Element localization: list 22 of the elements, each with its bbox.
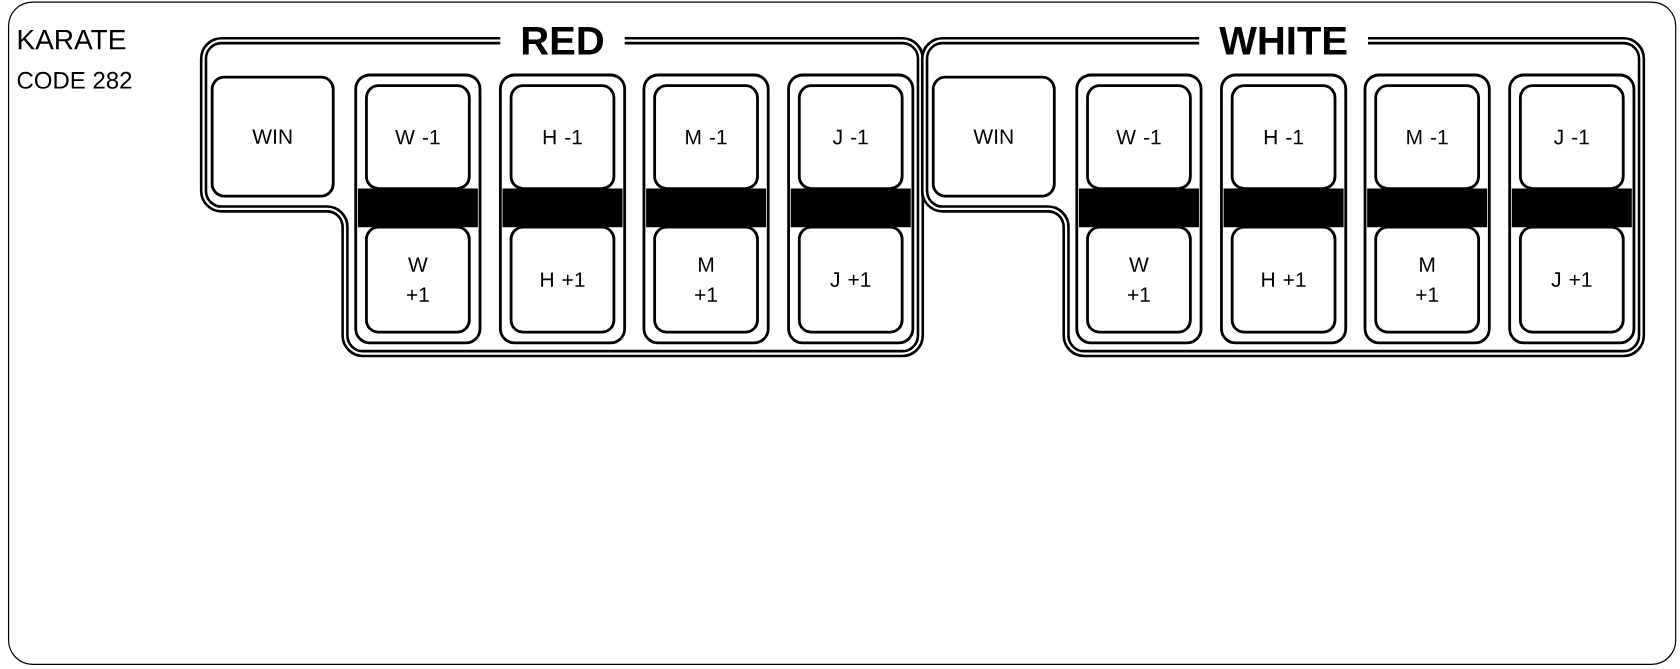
key: W +1 (1086, 225, 1192, 334)
key: M +1 (1374, 225, 1480, 334)
panel-label: KARATE (18, 30, 126, 50)
key: M -1 (1374, 84, 1480, 190)
key: W +1 (365, 225, 471, 334)
key: WIN (931, 75, 1056, 198)
key: J +1 (1519, 225, 1625, 334)
key: J -1 (797, 84, 904, 190)
key: W -1 (1086, 84, 1192, 190)
key: H +1 (509, 225, 616, 334)
key: H -1 (1230, 84, 1337, 190)
group-heading: WHITE (1199, 24, 1369, 57)
group-heading: RED (500, 24, 625, 57)
key: H -1 (509, 84, 616, 190)
key: M +1 (653, 225, 759, 334)
key: WIN (210, 75, 335, 198)
panel-label: CODE 282 (17, 71, 132, 89)
key: J +1 (797, 225, 904, 334)
key: W -1 (365, 84, 471, 190)
key: J -1 (1519, 84, 1625, 190)
key: H +1 (1230, 225, 1337, 334)
key: M -1 (653, 84, 759, 190)
